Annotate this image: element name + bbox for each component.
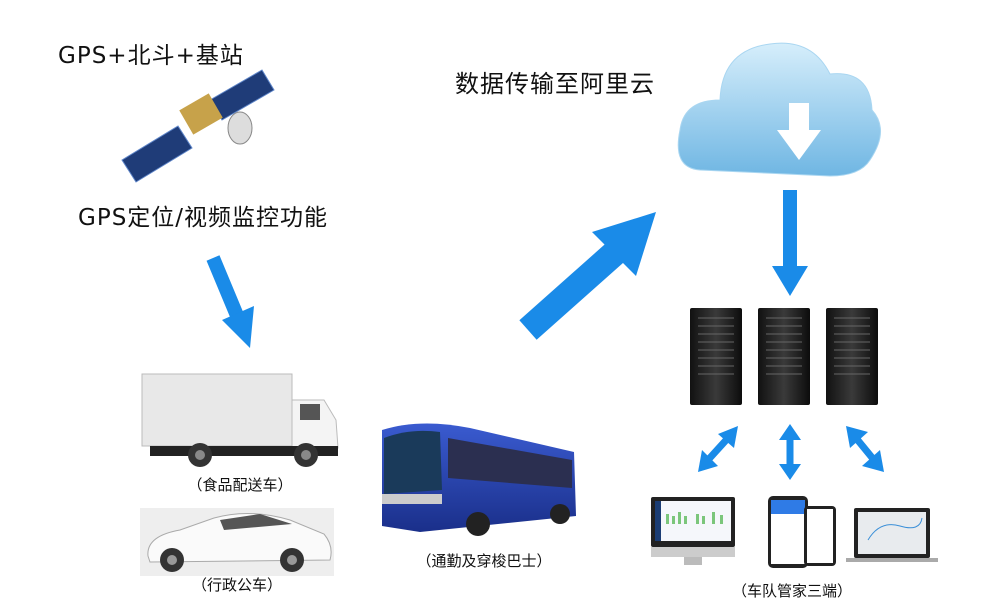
functions-label: GPS定位/视频监控功能	[78, 205, 329, 231]
bus-image	[382, 423, 576, 536]
arrow-vehicles-to-cloud	[519, 212, 656, 340]
arrow-satellite-to-vehicles	[206, 255, 254, 348]
arrow-cloud-to-servers	[772, 190, 808, 296]
satellite-icon	[121, 69, 275, 183]
bus-caption: （通勤及穿梭巴士）	[416, 552, 552, 570]
server-rack-icon	[690, 308, 878, 405]
cloud-transfer-label: 数据传输至阿里云	[455, 70, 655, 98]
positioning-source-label: GPS+北斗+基站	[58, 43, 244, 69]
car-caption: （行政公车）	[191, 576, 283, 594]
devices-caption: （车队管家三端）	[731, 582, 853, 600]
double-arrow-left	[698, 426, 738, 472]
devices-image	[651, 496, 938, 568]
double-arrow-center	[779, 424, 801, 480]
truck-image	[141, 373, 339, 467]
cloud-icon	[677, 42, 881, 177]
car-image	[140, 508, 334, 576]
truck-caption: （食品配送车）	[187, 476, 293, 494]
double-arrow-right	[846, 426, 884, 472]
